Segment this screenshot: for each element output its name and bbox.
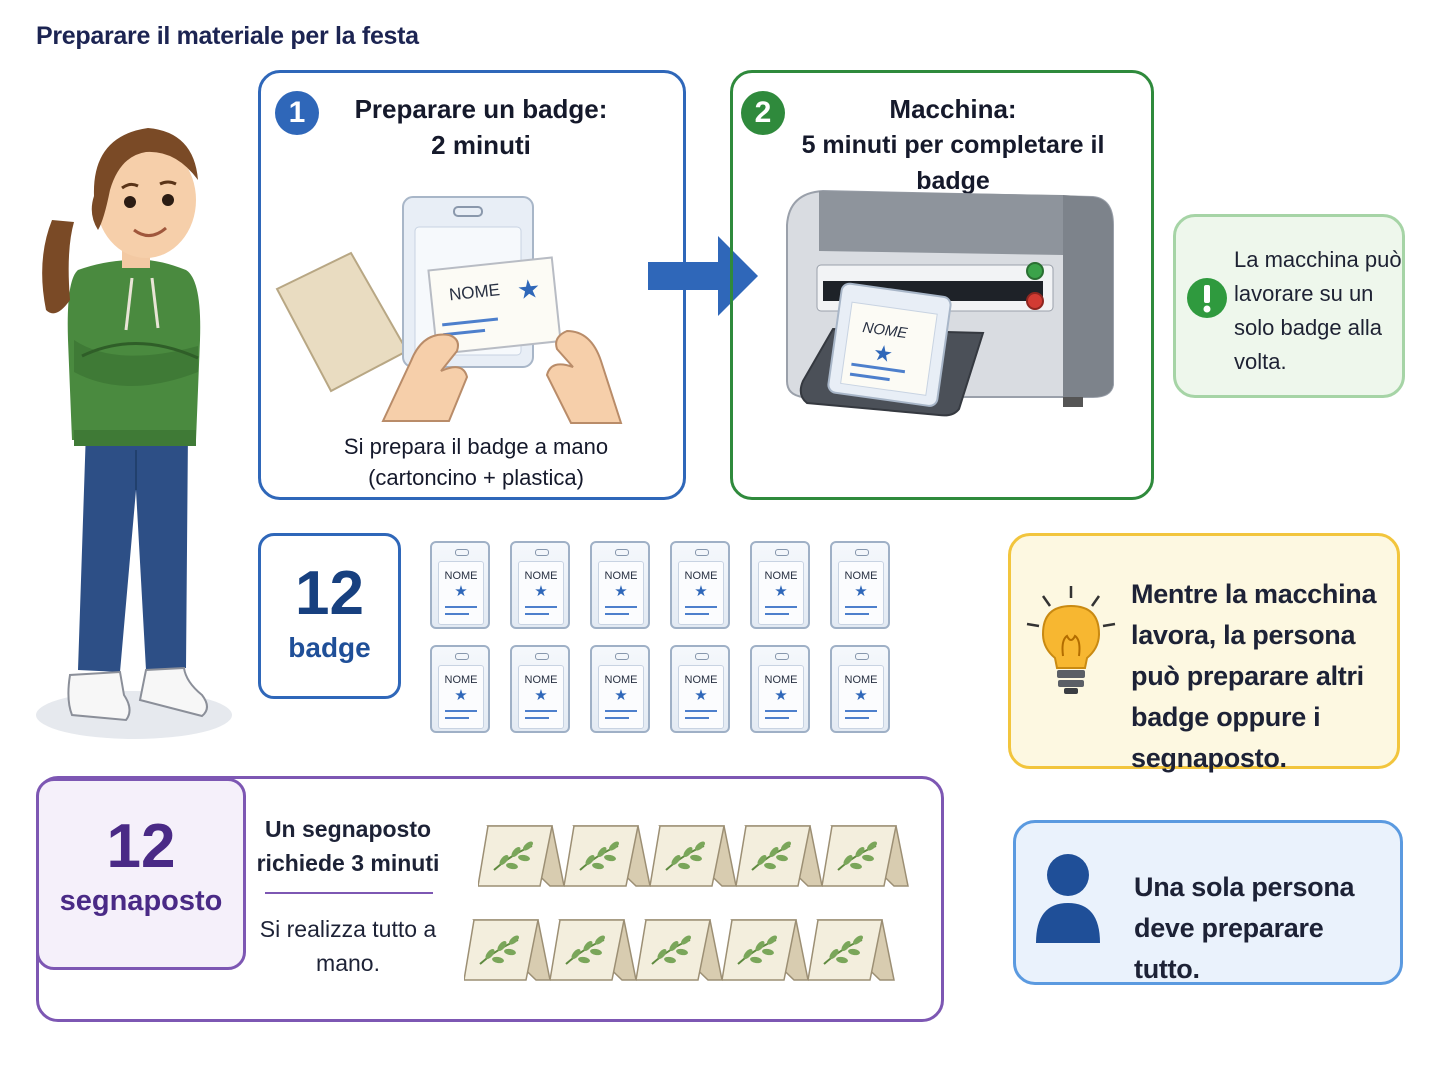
mini-badge: NOME★: [670, 645, 730, 733]
star-icon: ★: [854, 687, 868, 704]
mini-badge: NOME★: [590, 541, 650, 629]
note-card: La macchina può lavorare su un solo badg…: [1173, 214, 1405, 398]
placecard: [650, 825, 737, 887]
placecard: [550, 919, 637, 981]
star-icon: ★: [694, 687, 708, 704]
mini-badge: NOME★: [430, 541, 490, 629]
exclamation-icon: [1187, 278, 1227, 318]
placecard: [464, 919, 551, 981]
star-icon: ★: [694, 583, 708, 600]
placecard-time-text: Un segnaposto richiede 3 minuti: [256, 816, 440, 876]
mini-badge: NOME★: [510, 541, 570, 629]
single-person-text: Una sola persona deve preparare tutto.: [1134, 872, 1355, 984]
mini-badge-label: NOME: [844, 570, 878, 582]
placecard-method-text: Si realizza tutto a mano.: [259, 916, 437, 976]
star-icon: ★: [854, 583, 868, 600]
step2-title: Macchina:: [889, 94, 1017, 124]
placecard-count-card: 12 segnaposto: [36, 778, 246, 970]
placecard: [822, 825, 909, 887]
mini-badge-label: NOME: [604, 570, 638, 582]
placecard-divider: [265, 892, 433, 894]
mini-badge: NOME★: [750, 541, 810, 629]
mini-badge: NOME★: [670, 541, 730, 629]
mini-badge: NOME★: [510, 645, 570, 733]
star-icon: ★: [454, 583, 468, 600]
mini-badge-label: NOME: [444, 674, 478, 686]
tip-text: Mentre la macchina lavora, la persona pu…: [1131, 579, 1377, 773]
mini-badge-label: NOME: [444, 570, 478, 582]
lightbulb-icon: [1026, 586, 1116, 694]
placecard: [808, 919, 895, 981]
svg-text:★: ★: [871, 341, 894, 369]
mini-badge-label: NOME: [764, 570, 798, 582]
placecard: [636, 919, 723, 981]
badge-count-label: badge: [288, 632, 371, 663]
step2-number: 2: [741, 91, 785, 135]
girl-illustration: [36, 128, 232, 739]
mini-badge-label: NOME: [844, 674, 878, 686]
page-title: Preparare il materiale per la festa: [36, 22, 419, 50]
mini-badge: NOME★: [750, 645, 810, 733]
star-icon: ★: [534, 687, 548, 704]
star-icon: ★: [614, 687, 628, 704]
badge-count-card: 12 badge: [258, 533, 401, 699]
mini-badge-label: NOME: [684, 570, 718, 582]
badge-making-illustration: NOME ★: [275, 196, 623, 424]
placecard-count-label: segnaposto: [59, 885, 223, 917]
step1-title: Preparare un badge:: [354, 94, 608, 124]
step1-card: 1 Preparare un badge: 2 minuti NOME ★ Si…: [258, 70, 686, 500]
star-icon: ★: [614, 583, 628, 600]
star-icon: ★: [534, 583, 548, 600]
placecard: [736, 825, 823, 887]
step1-duration: 2 minuti: [431, 130, 531, 160]
person-icon: [1036, 854, 1100, 943]
mini-badge-label: NOME: [524, 570, 558, 582]
single-person-card: Una sola persona deve preparare tutto.: [1013, 820, 1403, 985]
placecard: [564, 825, 651, 887]
step1-caption: Si prepara il badge a mano: [343, 434, 609, 459]
star-icon: ★: [454, 687, 468, 704]
printer-machine-illustration: NOME ★: [786, 189, 1114, 417]
mini-badge: NOME★: [830, 645, 890, 733]
mini-badge: NOME★: [590, 645, 650, 733]
mini-badge-label: NOME: [524, 674, 558, 686]
svg-text:★: ★: [516, 274, 542, 306]
step2-badge-label: NOME: [861, 319, 909, 342]
step2-duration: 5 minuti per completare il badge: [801, 131, 1105, 195]
step1-number: 1: [275, 91, 319, 135]
step2-card: 2 Macchina: 5 minuti per completare il b…: [730, 70, 1154, 500]
placecard: [478, 825, 565, 887]
star-icon: ★: [774, 583, 788, 600]
tip-card: Mentre la macchina lavora, la persona pu…: [1008, 533, 1400, 773]
mini-badge-label: NOME: [604, 674, 638, 686]
star-icon: ★: [774, 687, 788, 704]
note-text: La macchina può lavorare su un solo badg…: [1234, 247, 1402, 374]
mini-badge: NOME★: [430, 645, 490, 733]
mini-badge-label: NOME: [764, 674, 798, 686]
step1-materials: (cartoncino + plastica): [368, 465, 584, 490]
placecard-count: 12: [106, 812, 176, 881]
badge-count: 12: [295, 559, 364, 628]
placecard: [722, 919, 809, 981]
mini-badge: NOME★: [830, 541, 890, 629]
mini-badge-label: NOME: [684, 674, 718, 686]
